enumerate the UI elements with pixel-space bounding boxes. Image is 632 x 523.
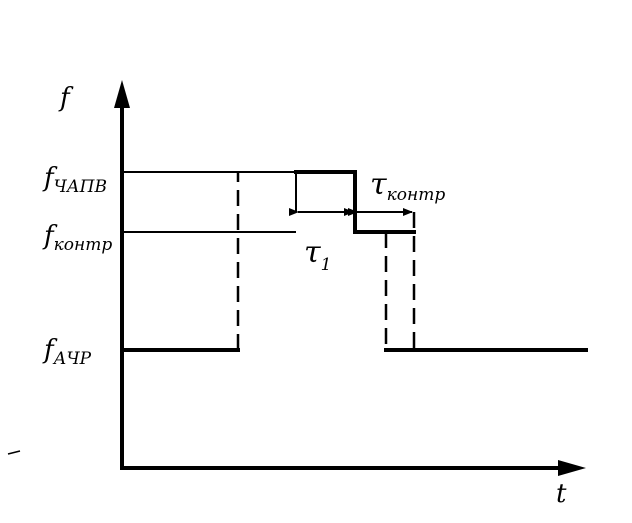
tau-1-label-base: τ: [304, 235, 321, 270]
scan-artifact-mark: [7, 450, 21, 455]
y-axis-arrowhead: [114, 80, 130, 108]
dashed-transitions: [236, 172, 416, 350]
axes: [114, 80, 586, 476]
x-axis-arrowhead: [558, 460, 586, 476]
tau-kontr-label-sub: контр: [387, 185, 446, 205]
level-label-f-achr-sub: АЧР: [53, 349, 92, 369]
level-label-f-kontr-sub: контр: [54, 235, 113, 255]
reference-lines: [122, 171, 297, 233]
level-label-f-chapv-sub: ЧАПВ: [54, 177, 107, 197]
x-axis-label: t: [556, 479, 567, 509]
tau-1-label: τ1: [304, 235, 331, 275]
level-label-f-chapv: fЧАПВ: [42, 163, 107, 197]
tau-1-label-sub: 1: [321, 255, 332, 275]
tau-kontr-label-base: τ: [370, 167, 387, 202]
y-axis-label: f: [58, 83, 74, 113]
tau-kontr-label: τконтр: [370, 167, 445, 205]
level-label-f-kontr: fконтр: [42, 221, 112, 255]
frequency-curve: [120, 170, 588, 352]
level-label-f-achr: fАЧР: [42, 335, 92, 369]
